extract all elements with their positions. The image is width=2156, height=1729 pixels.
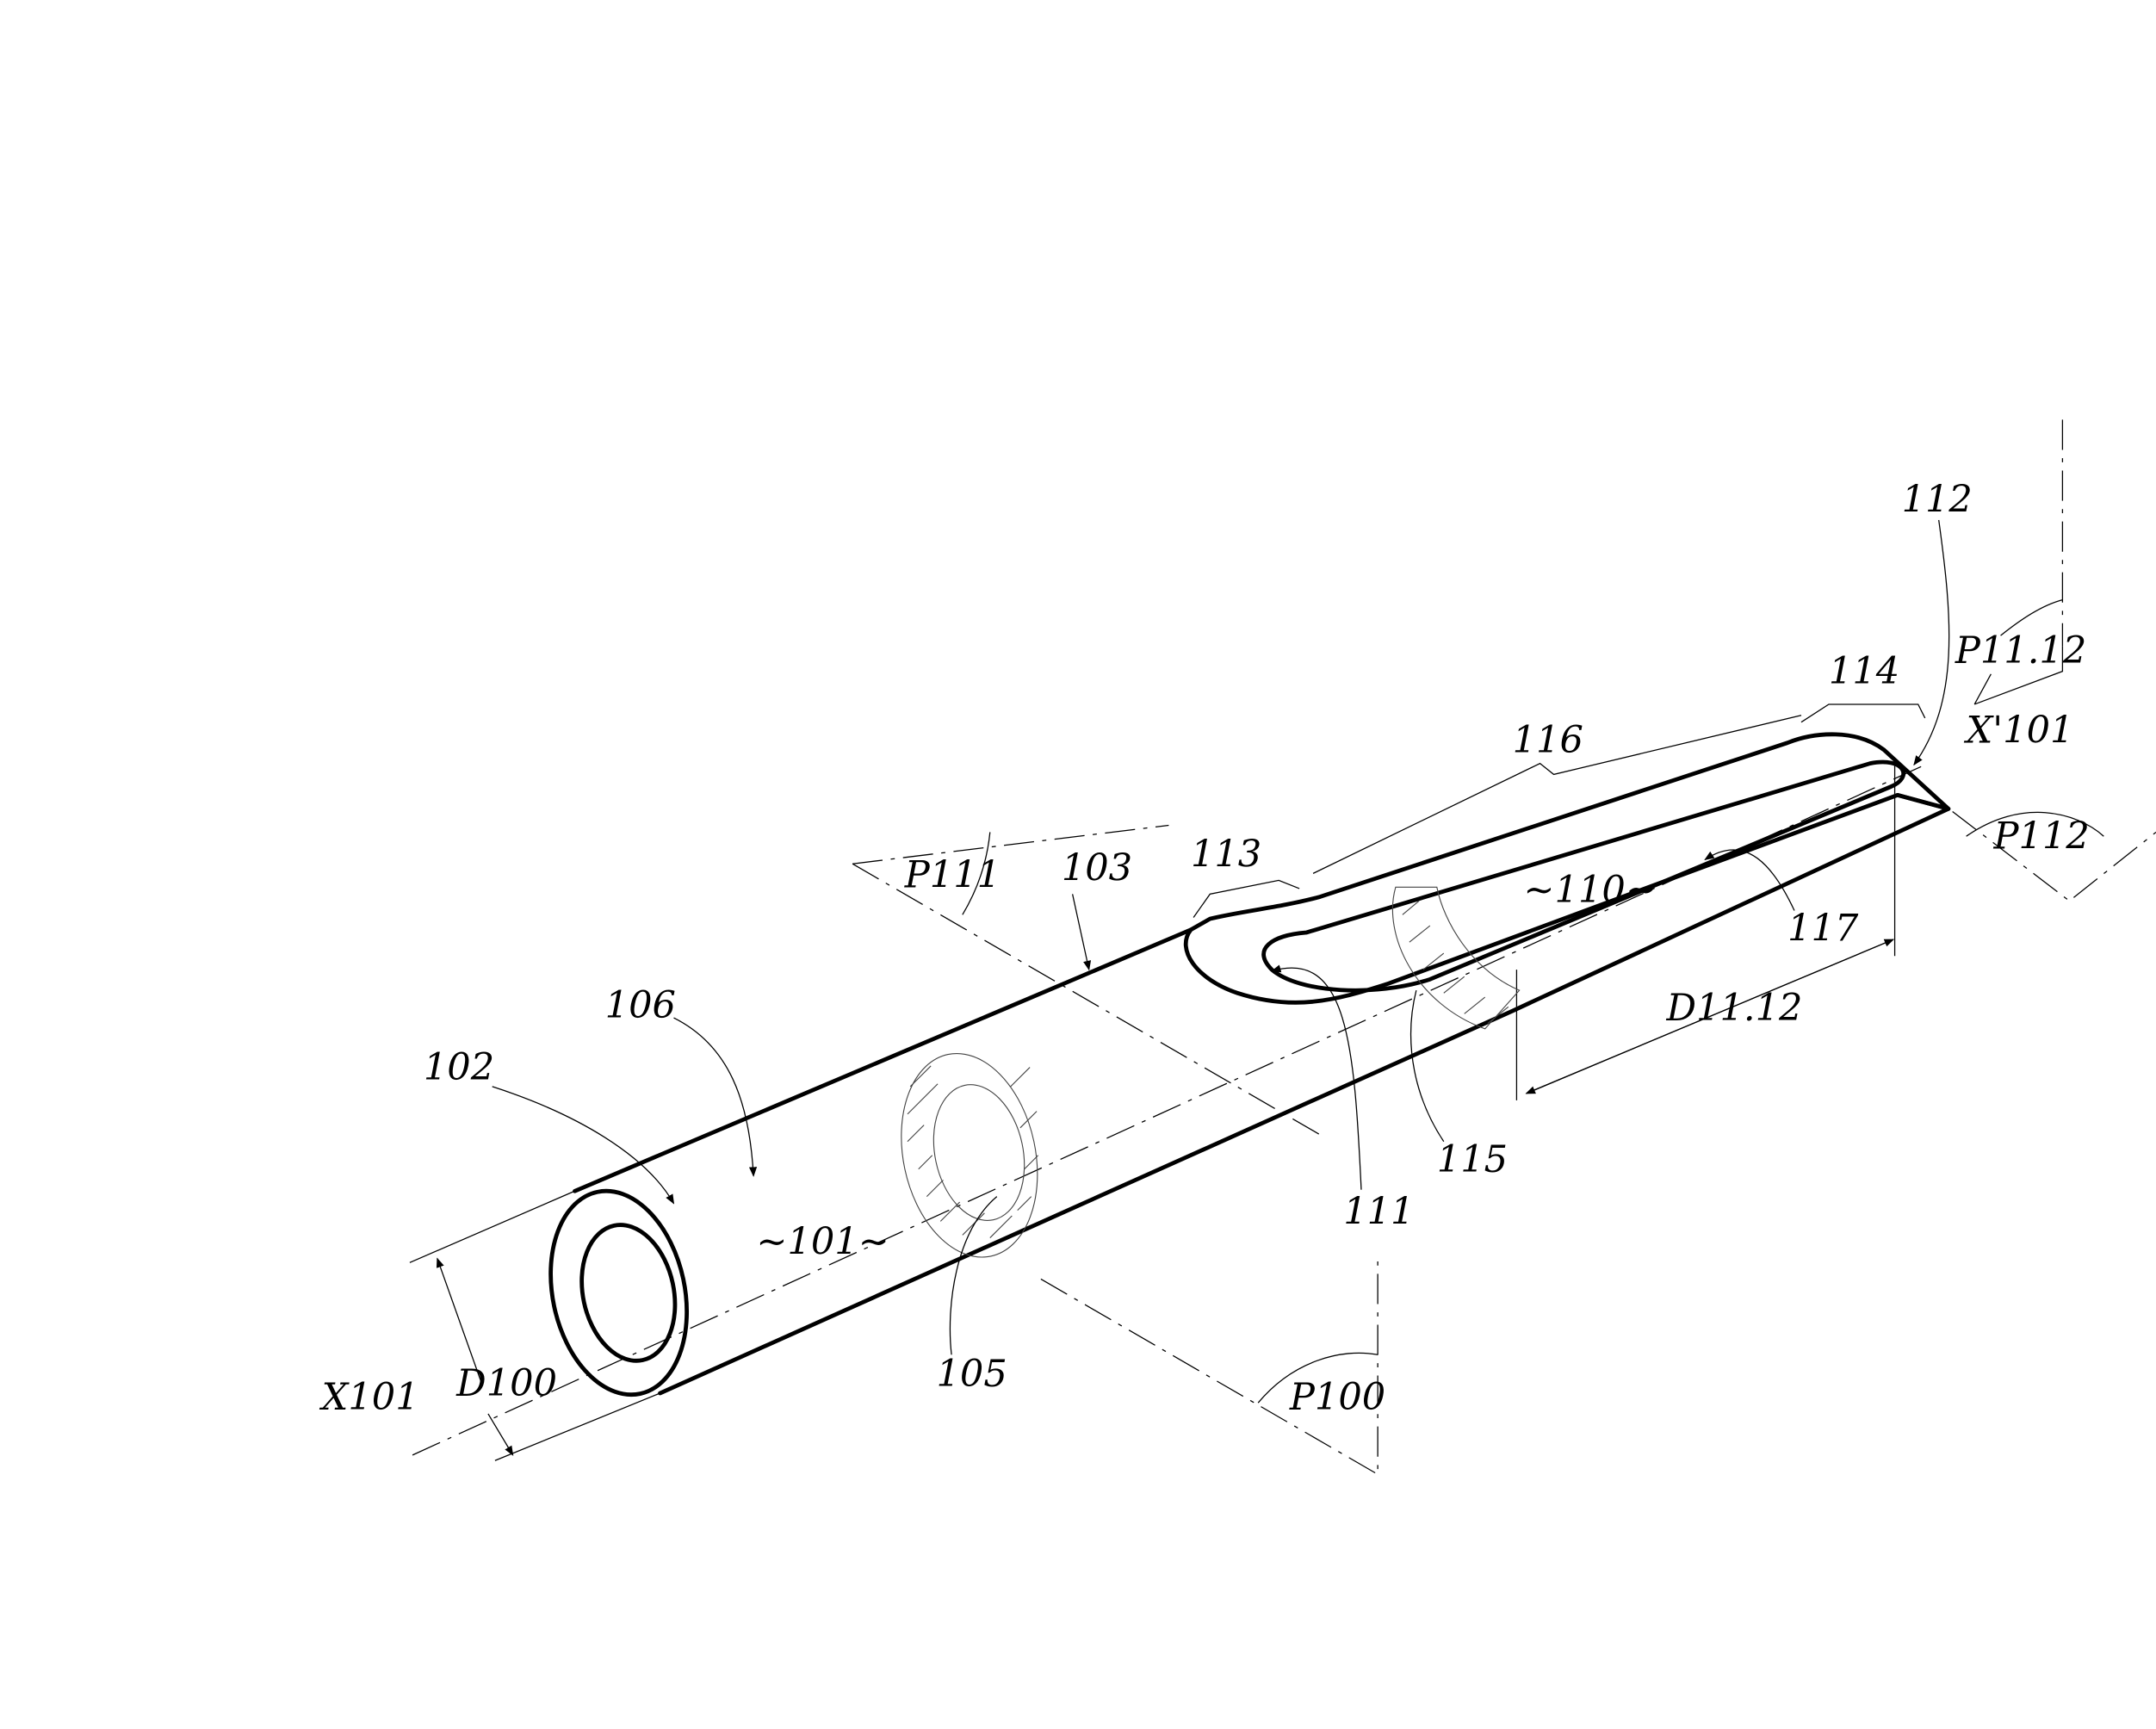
- needle-tube: [548, 732, 1951, 1397]
- label-116: 116: [1513, 719, 1583, 762]
- label-103: 103: [1062, 846, 1132, 889]
- construction-lines: [409, 419, 2156, 1476]
- label-117: 117: [1787, 908, 1859, 951]
- plane-p100: [1040, 1258, 1378, 1476]
- d100-ext-bottom: [494, 1392, 660, 1461]
- dim-d100-top: [436, 1257, 482, 1383]
- label-106: 106: [605, 984, 676, 1027]
- leader-103: [1071, 894, 1092, 971]
- label-d1112: D11.12: [1665, 987, 1802, 1030]
- dim-d1112-b: [1526, 939, 1895, 1094]
- brace-114: [1800, 703, 1926, 723]
- arc-p111: [962, 832, 991, 915]
- tube-top-edge: [573, 927, 1193, 1193]
- leader-115: [1409, 989, 1445, 1143]
- leader-105: [949, 1196, 998, 1355]
- label-114: 114: [1829, 650, 1899, 693]
- leader-111: [1271, 964, 1362, 1190]
- label-p100: P100: [1289, 1376, 1385, 1419]
- label-110: ~110~: [1523, 869, 1657, 912]
- label-x101: X101: [319, 1376, 419, 1419]
- d100-ext-top: [409, 1190, 575, 1263]
- label-p111: P111: [904, 853, 1001, 896]
- plane-p1112-base: [1973, 646, 2064, 705]
- tube-end-outer: [548, 1188, 690, 1397]
- label-101: ~101~: [756, 1221, 889, 1264]
- section-115: [1391, 886, 1521, 1030]
- plane-p111-line: [852, 863, 1321, 1136]
- leader-x101p: [1973, 673, 1992, 705]
- leader-lines: [436, 519, 2104, 1456]
- leader-102: [492, 1086, 675, 1205]
- label-115: 115: [1437, 1138, 1508, 1181]
- bevel-inner-opening: [1261, 759, 1905, 993]
- label-x101-prime: X'101: [1964, 710, 2074, 753]
- tube-bottom-edge: [658, 806, 1951, 1396]
- tube-end-inner: [579, 1223, 678, 1363]
- label-112: 112: [1902, 478, 1973, 521]
- dim-d100-bottom: [487, 1413, 514, 1456]
- brace-113: [1193, 879, 1300, 918]
- label-113: 113: [1191, 833, 1261, 876]
- arc-p1112: [2000, 598, 2063, 636]
- arc-p112: [1966, 811, 2104, 837]
- plane-p111-top: [852, 824, 1169, 864]
- brace-116: [1312, 715, 1802, 874]
- label-111: 111: [1343, 1191, 1414, 1234]
- plane-p112: [1952, 811, 2156, 902]
- reference-labels: 112 114 P11.12 X'101 116 P112 113 P111 1…: [319, 478, 2090, 1419]
- leader-117: [1704, 849, 1795, 911]
- tip-edge: [1895, 792, 1951, 811]
- leader-106: [673, 1017, 758, 1177]
- label-p112: P112: [1993, 815, 2090, 858]
- arc-p100: [1257, 1352, 1378, 1404]
- leader-112: [1913, 519, 1950, 766]
- label-102: 102: [424, 1046, 494, 1089]
- label-p1112: P11.12: [1955, 629, 2086, 672]
- section-105: [901, 1052, 1039, 1258]
- label-105: 105: [937, 1353, 1007, 1396]
- label-d100: D100: [455, 1362, 557, 1405]
